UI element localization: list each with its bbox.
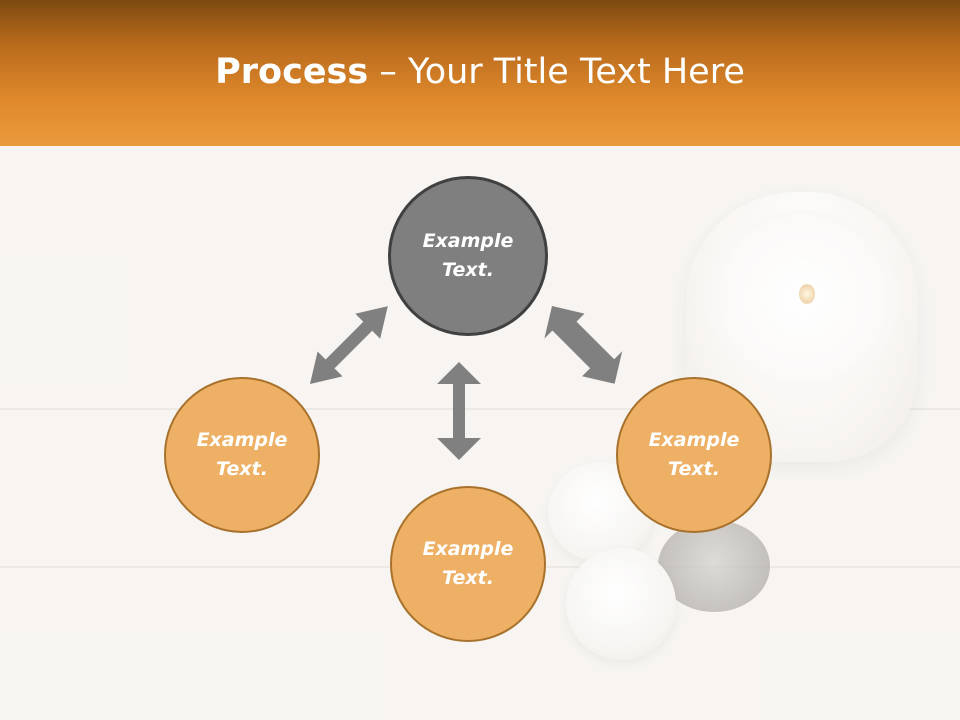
title-bold: Process bbox=[215, 52, 369, 92]
arrow-center-right bbox=[544, 306, 623, 384]
right-node-label: Example Text. bbox=[648, 429, 740, 480]
left-process-node[interactable]: Example Text. bbox=[164, 377, 320, 533]
center-node-label: Example Text. bbox=[422, 230, 514, 281]
arrow-center-bottom bbox=[437, 362, 481, 460]
right-process-node[interactable]: Example Text. bbox=[616, 377, 772, 533]
candle-flame bbox=[799, 284, 815, 304]
small-candle-image bbox=[566, 548, 676, 660]
bottom-process-node[interactable]: Example Text. bbox=[390, 486, 546, 642]
bottom-node-label: Example Text. bbox=[422, 538, 514, 589]
slide-title[interactable]: Process – Your Title Text Here bbox=[0, 52, 960, 92]
arrow-center-left bbox=[310, 306, 388, 384]
sea-urchin-image bbox=[658, 520, 770, 612]
center-process-node[interactable]: Example Text. bbox=[388, 176, 548, 336]
title-bar: Process – Your Title Text Here bbox=[0, 0, 960, 146]
wood-plank-seam bbox=[0, 408, 960, 410]
title-rest: – Your Title Text Here bbox=[368, 52, 745, 92]
left-node-label: Example Text. bbox=[196, 429, 288, 480]
